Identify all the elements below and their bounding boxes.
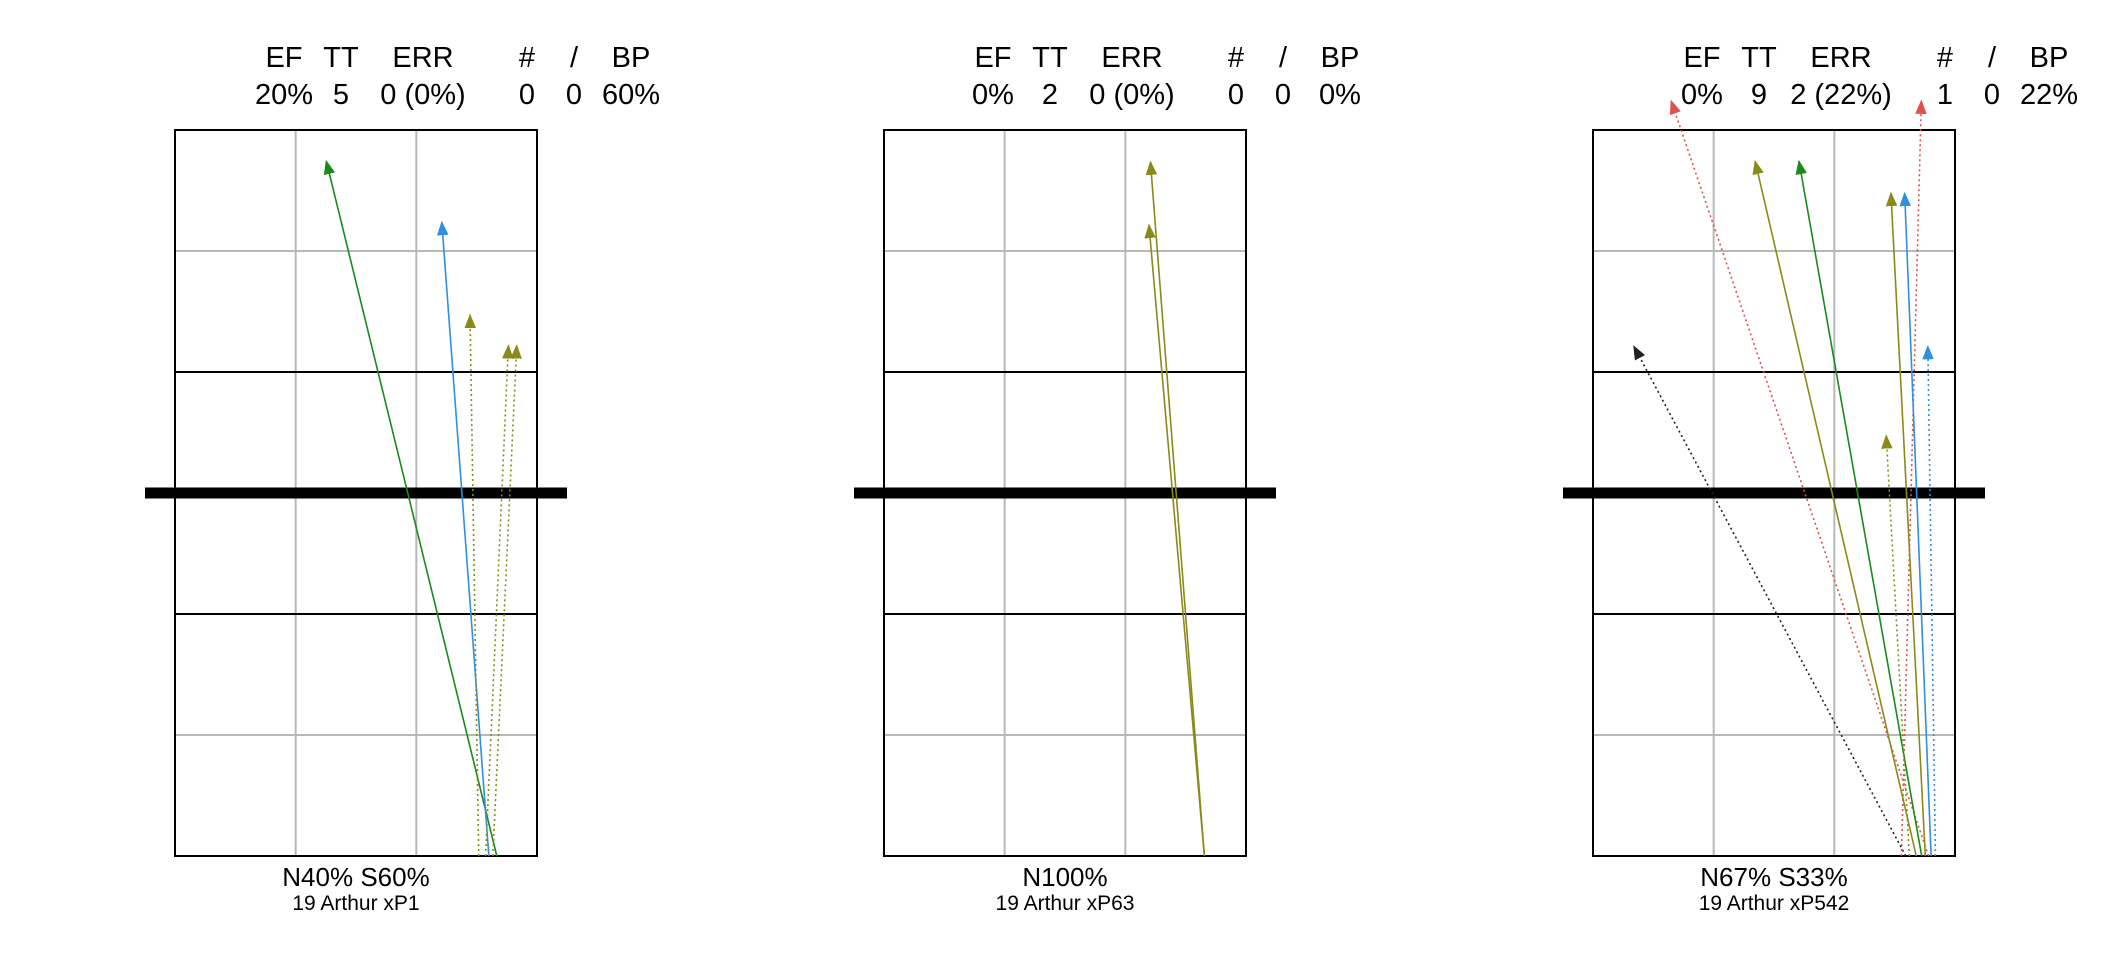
attack-arrow-solid [1145,160,1206,857]
stat-err: 0 (0%) [1089,79,1174,111]
header-label-err: ERR [1810,42,1871,74]
header-label-slash: / [1988,42,1997,74]
header-label-err: ERR [1101,42,1162,74]
stat-err: 2 (22%) [1790,79,1892,111]
stat-err: 0 (0%) [380,79,465,111]
header-label-ef: EF [1683,42,1720,74]
header-label-slash: / [1279,42,1288,74]
stat-ef: 20% [255,79,313,111]
header-label-err: ERR [392,42,453,74]
attack-arrow-solid [1752,159,1918,857]
stat-slash: 0 [1984,79,2000,111]
attack-arrow-dotted [464,313,480,857]
attack-arrow-solid [1885,191,1927,857]
header-label-num: # [1937,42,1953,74]
header-label-ef: EF [265,42,302,74]
header-label-tt: TT [1741,42,1777,74]
header-label-tt: TT [323,42,359,74]
header-label-num: # [519,42,535,74]
attack-arrow-dotted [1881,434,1911,857]
attack-arrow-solid [437,220,490,857]
header-label-bp: BP [612,42,651,74]
stat-tt: 9 [1751,79,1767,111]
attack-arrow-solid [323,159,498,857]
side-split: N40% S60% [282,862,429,892]
stat-bp: 0% [1319,79,1361,111]
stat-num: 0 [1228,79,1244,111]
court-panel-xP1: EF 20% TT 5 ERR 0 (0%) #0 / 0 BP 60% N40% S60%19 Ar… [145,42,660,915]
stat-tt: 2 [1042,79,1058,111]
stat-slash: 0 [566,79,582,111]
stat-bp: 60% [602,79,660,111]
header-label-tt: TT [1032,42,1068,74]
side-split: N100% [1022,862,1107,892]
attack-arrow-solid [1899,191,1932,857]
stat-num: 0 [519,79,535,111]
stat-num: 1 [1937,79,1953,111]
header-label-slash: / [570,42,579,74]
stat-slash: 0 [1275,79,1291,111]
header-label-ef: EF [974,42,1011,74]
header-label-num: # [1228,42,1244,74]
player-label: 19 Arthur xP1 [292,892,419,915]
attack-arrow-dotted [492,344,522,857]
player-label: 19 Arthur xP63 [996,892,1135,915]
attack-arrow-dotted [1922,344,1937,857]
attack-arrow-solid [1144,223,1206,857]
stat-ef: 0% [1681,79,1723,111]
stat-ef: 0% [972,79,1014,111]
attack-arrow-dotted [1900,99,1927,857]
attack-arrow-dotted [1633,345,1907,857]
side-split: N67% S33% [1700,862,1847,892]
attack-arrow-dotted [484,344,514,857]
stat-tt: 5 [333,79,349,111]
header-label-bp: BP [2030,42,2069,74]
court-panel-xP542: EF 0% TT 9 ERR 2 (22%) #1 / 0 BP 22% N67% S33%19 Ar… [1563,42,2078,915]
court-panel-xP63: EF 0% TT 2 ERR 0 (0%) #0 / 0 BP 0% N100%19 Arthur x… [854,42,1361,915]
stat-bp: 22% [2020,79,2078,111]
attack-arrow-solid [1795,159,1923,857]
player-label: 19 Arthur xP542 [1699,892,1850,915]
header-label-bp: BP [1321,42,1360,74]
